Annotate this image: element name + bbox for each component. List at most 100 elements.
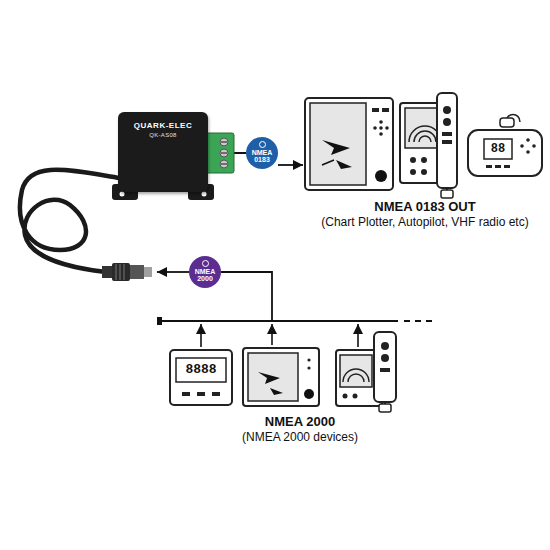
- node-heading: NMEA 0183 OUT: [374, 200, 475, 215]
- protocol-badge: NMEA 2000: [189, 256, 221, 288]
- chart-plotter: [379, 120, 383, 124]
- instrument-display: [170, 350, 232, 405]
- vhf-radio: [468, 130, 542, 176]
- autopilot: [410, 157, 416, 163]
- chart-plotter: [248, 353, 298, 401]
- terminal-block: [221, 141, 227, 142]
- vhf-radio: [526, 138, 530, 142]
- chart-plotter: [382, 108, 389, 112]
- device-group: NMEA 0183 OUT(Chart Plotter, Autopilot, …: [303, 98, 547, 232]
- m12-connector: [124, 264, 125, 280]
- chart-plotter: [385, 126, 389, 130]
- drop-arrow: [271, 324, 273, 345]
- chart-plotter: [336, 160, 352, 169]
- chart-plotter: [307, 366, 310, 369]
- chart-plotter: [243, 348, 319, 406]
- chart-plotter: [307, 358, 310, 361]
- handheld-remote: [379, 404, 391, 412]
- m12-connector: [120, 264, 121, 280]
- terminal-block: [204, 133, 234, 173]
- autopilot: [421, 157, 427, 163]
- autopilot: [419, 136, 431, 142]
- signal-connector: [221, 272, 272, 321]
- instrument-display: [212, 392, 220, 396]
- node-subtitle: (NMEA 2000 devices): [242, 431, 358, 445]
- mounting-tab: [202, 192, 207, 197]
- vhf-radio: [468, 115, 542, 177]
- chart-plotter: [322, 140, 350, 155]
- terminal-block: [221, 152, 227, 153]
- signal-arrow: [157, 271, 189, 273]
- chart-plotter: [322, 160, 334, 165]
- instrument-display: [182, 392, 190, 396]
- autopilot: [410, 169, 416, 175]
- display-readout: 8888: [176, 358, 226, 382]
- cable: [20, 170, 120, 272]
- drop-arrow: [200, 324, 202, 347]
- m12-connector: [144, 267, 152, 277]
- drop-arrow: [201, 324, 358, 347]
- handheld-remote: [374, 332, 396, 412]
- instrument-display: [197, 392, 205, 396]
- chart-plotter: [305, 98, 393, 190]
- autopilot: [348, 374, 364, 382]
- m12-connector: [102, 263, 152, 281]
- handheld-remote: [441, 190, 453, 198]
- badge-label: NMEA 0183: [249, 149, 275, 163]
- chart-plotter: [375, 170, 387, 182]
- handheld-remote: [437, 93, 457, 188]
- backbone: [160, 320, 398, 322]
- handheld-remote: [437, 93, 457, 198]
- handheld-remote: [374, 332, 396, 402]
- gateway-box: QUARK-ELECQK-AS08: [118, 112, 208, 192]
- terminal-block: [220, 149, 228, 157]
- chart-plotter: [304, 389, 314, 399]
- m12-connector: [112, 263, 130, 281]
- chart-plotter: [310, 103, 366, 185]
- handheld-remote: [443, 106, 451, 114]
- chart-plotter: [270, 388, 283, 395]
- node-heading: QUARK-ELEC: [118, 121, 208, 130]
- autopilot: [421, 169, 427, 175]
- backbone: [404, 320, 434, 322]
- chart-plotter: [379, 126, 383, 130]
- handheld-remote: [381, 342, 389, 350]
- vhf-radio: [532, 144, 536, 148]
- instrument-display: [176, 358, 226, 382]
- vhf-radio: [526, 150, 530, 154]
- terminal-block: [220, 138, 228, 146]
- chart-plotter: [372, 108, 379, 112]
- autopilot: [343, 369, 369, 382]
- handheld-remote: [442, 140, 452, 144]
- terminal-block: [220, 160, 228, 168]
- vhf-radio: [486, 165, 492, 168]
- instrument-display: [170, 350, 232, 405]
- chart-plotter: [305, 98, 393, 190]
- chart-plotter: [258, 372, 280, 384]
- vhf-radio: [520, 144, 524, 148]
- handheld-remote: [442, 132, 452, 136]
- vhf-radio: [495, 165, 501, 168]
- signal-arrow: [157, 272, 189, 273]
- m12-connector: [116, 264, 117, 280]
- autopilot: [343, 394, 348, 399]
- chart-plotter: [243, 348, 319, 406]
- chart-plotter: [379, 132, 383, 136]
- chart-plotter: [373, 126, 377, 130]
- autopilot: [353, 394, 358, 399]
- vhf-radio: [484, 139, 512, 159]
- vhf-radio: [504, 165, 510, 168]
- terminal-block: [221, 163, 227, 164]
- badge-label: NMEA 2000: [192, 268, 218, 282]
- autopilot: [340, 355, 372, 387]
- backbone: [157, 317, 434, 325]
- signal-connector: [278, 164, 303, 166]
- device-group: NMEA 2000(NMEA 2000 devices): [156, 321, 444, 447]
- m12-connector: [130, 265, 144, 279]
- drop-arrow: [357, 324, 359, 347]
- node-subtitle: (Chart Plotter, Autopilot, VHF radio etc…: [321, 216, 528, 230]
- handheld-remote: [380, 368, 390, 372]
